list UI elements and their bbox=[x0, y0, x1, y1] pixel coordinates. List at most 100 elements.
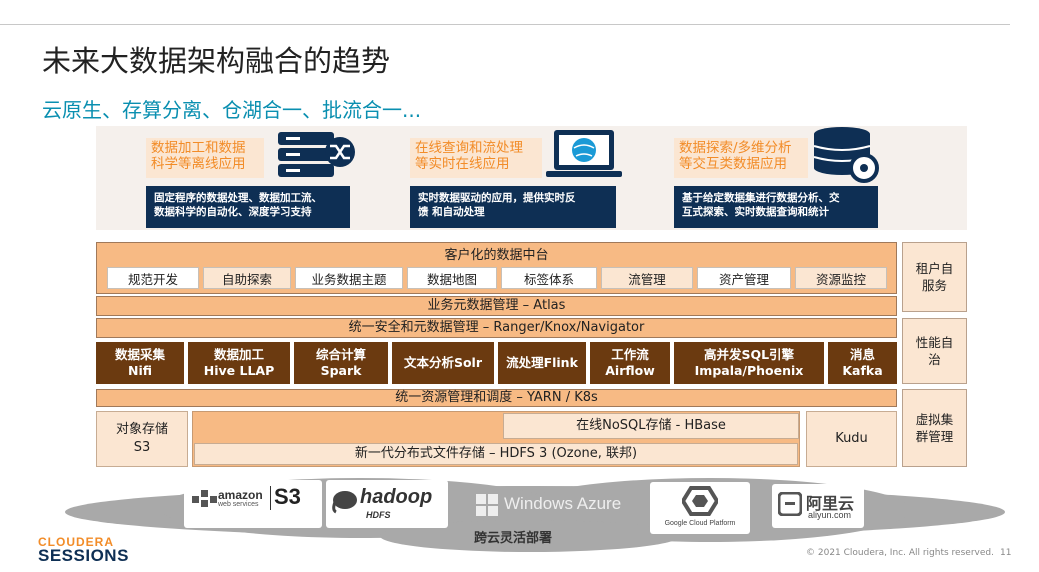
side-line: 性能自 bbox=[915, 335, 954, 350]
side-line: 虚拟集 bbox=[915, 412, 954, 427]
app-label: 在线查询和流处理 等实时在线应用 bbox=[410, 138, 542, 178]
security-row: 统一安全和元数据管理 – Ranger/Knox/Navigator bbox=[96, 318, 897, 338]
aws-name: amazon bbox=[218, 488, 263, 502]
app-desc-line: 固定程序的数据处理、数据加工流、 bbox=[154, 192, 322, 204]
app-label-line: 数据加工和数据 bbox=[151, 140, 246, 156]
engine-solr: 文本分析Solr bbox=[392, 342, 494, 384]
engine-line: 数据加工 bbox=[213, 347, 264, 362]
engine-line: Kafka bbox=[842, 363, 883, 378]
brand-top: CLOUDERA bbox=[38, 535, 114, 549]
aliyun-icon bbox=[778, 492, 802, 516]
app-label-line: 等实时在线应用 bbox=[415, 156, 510, 172]
app-label-line: 数据探索/多维分析 bbox=[679, 140, 792, 156]
app-desc-line: 数据科学的自动化、深度学习支持 bbox=[154, 206, 312, 218]
hub-item-data-map: 数据地图 bbox=[407, 267, 497, 289]
metadata-row: 业务元数据管理 – Atlas bbox=[96, 296, 897, 316]
hadoop-logo: hadoop HDFS bbox=[326, 480, 448, 528]
object-storage-box: 对象存储 S3 bbox=[96, 411, 188, 467]
page-number: 11 bbox=[1000, 548, 1012, 558]
top-divider bbox=[0, 24, 1010, 25]
realtime-app-block: 在线查询和流处理 等实时在线应用 实时数据驱动的应用，提供实时反 馈 和自动处理 bbox=[410, 130, 622, 228]
engine-line: Impala/Phoenix bbox=[694, 363, 804, 378]
engine-line: 数据采集 bbox=[114, 347, 165, 362]
app-label-line: 科学等离线应用 bbox=[151, 156, 246, 172]
copyright: © 2021 Cloudera, Inc. All rights reserve… bbox=[806, 548, 994, 558]
kudu-box: Kudu bbox=[806, 411, 897, 467]
hdfs-label: 新一代分布式文件存储 – HDFS 3 (Ozone, 联邦) bbox=[194, 443, 798, 465]
engine-line: 综合计算 bbox=[315, 347, 366, 362]
engine-line: 高并发SQL引擎 bbox=[703, 347, 795, 362]
offline-app-block: 数据加工和数据 科学等离线应用 固定程序的数据处理、数据加工流、 数据科学的自动… bbox=[146, 132, 355, 228]
interactive-app-block: 数据探索/多维分析 等交互类数据应用 基于给定数据集进行数据分析、交 互式探索、… bbox=[674, 127, 879, 228]
app-label: 数据加工和数据 科学等离线应用 bbox=[146, 138, 264, 178]
brand-bottom: SESSIONS bbox=[38, 546, 129, 565]
cloud-caption: 跨云灵活部署 bbox=[474, 531, 553, 546]
hub-item-self-explore: 自助探索 bbox=[203, 267, 291, 289]
hub-item-stream-mgmt: 流管理 bbox=[601, 267, 693, 289]
windows-icon bbox=[476, 494, 498, 516]
side-line: 群管理 bbox=[915, 429, 954, 444]
google-text: Google Cloud Platform bbox=[664, 520, 736, 527]
side-performance-autonomy: 性能自治 bbox=[902, 318, 967, 384]
google-cloud-hex-icon bbox=[682, 486, 718, 516]
app-label: 数据探索/多维分析 等交互类数据应用 bbox=[674, 138, 808, 178]
app-description: 固定程序的数据处理、数据加工流、 数据科学的自动化、深度学习支持 bbox=[146, 186, 350, 228]
azure-text: Windows Azure bbox=[504, 494, 622, 513]
hadoop-sub: HDFS bbox=[366, 510, 391, 520]
resource-row: 统一资源管理和调度 – YARN / K8s bbox=[96, 389, 897, 407]
page-title: 未来大数据架构融合的趋势 bbox=[42, 44, 391, 78]
app-desc-line: 馈 和自动处理 bbox=[418, 206, 485, 218]
side-tenant-self-service: 租户自服务 bbox=[902, 242, 967, 312]
page-subtitle: 云原生、存算分离、仓湖合一、批流合一... bbox=[42, 98, 422, 122]
app-description: 实时数据驱动的应用，提供实时反 馈 和自动处理 bbox=[410, 186, 616, 228]
engine-line: Nifi bbox=[127, 363, 152, 378]
data-hub-layer: 客户化的数据中台 规范开发 自助探索 业务数据主题 数据地图 标签体系 流管理 … bbox=[96, 242, 897, 294]
engine-line: 流处理Flink bbox=[506, 355, 578, 370]
hub-item-standard-dev: 规范开发 bbox=[107, 267, 199, 289]
app-label-line: 等交互类数据应用 bbox=[679, 156, 787, 172]
engine-line: Hive LLAP bbox=[203, 363, 275, 378]
aws-sub: web services bbox=[218, 501, 259, 508]
engine-flink: 流处理Flink bbox=[498, 342, 586, 384]
aws-cubes-icon bbox=[192, 490, 217, 507]
aliyun-cn-text: 阿里云 bbox=[806, 496, 855, 513]
hub-item-resource-monitor: 资源监控 bbox=[795, 267, 887, 289]
engine-line: Spark bbox=[320, 363, 362, 378]
hbase-box: 在线NoSQL存储 - HBase bbox=[503, 413, 799, 439]
hub-item-tag-system: 标签体系 bbox=[501, 267, 597, 289]
storage-line: 对象存储 bbox=[115, 422, 168, 437]
laptop-globe-icon bbox=[546, 130, 622, 177]
hadoop-text: hadoop bbox=[360, 486, 433, 508]
aliyun-en-text: aliyun.com bbox=[808, 510, 852, 520]
app-desc-line: 基于给定数据集进行数据分析、交 bbox=[682, 192, 840, 204]
database-target-icon bbox=[813, 127, 879, 183]
engine-line: 工作流 bbox=[611, 347, 649, 362]
side-line: 服务 bbox=[921, 278, 947, 293]
hub-item-business-topic: 业务数据主题 bbox=[295, 267, 403, 289]
side-line: 治 bbox=[928, 352, 941, 367]
engine-line: 文本分析Solr bbox=[403, 355, 483, 370]
server-shuffle-icon bbox=[278, 132, 355, 177]
data-hub-title: 客户化的数据中台 bbox=[444, 248, 549, 263]
app-desc-line: 互式探索、实时数据查询和统计 bbox=[682, 206, 829, 218]
app-description: 基于给定数据集进行数据分析、交 互式探索、实时数据查询和统计 bbox=[674, 186, 878, 228]
storage-line: S3 bbox=[133, 440, 151, 455]
google-cloud-logo: Google Cloud Platform bbox=[650, 482, 750, 534]
hub-item-asset-mgmt: 资产管理 bbox=[697, 267, 791, 289]
side-line: 租户自 bbox=[915, 261, 954, 276]
hadoop-elephant-icon bbox=[332, 491, 357, 514]
aws-logo: amazon web services S3 bbox=[184, 480, 322, 528]
aws-divider bbox=[270, 486, 271, 510]
aliyun-logo: 阿里云 aliyun.com bbox=[772, 484, 864, 528]
side-virtual-cluster: 虚拟集群管理 bbox=[902, 389, 967, 467]
engine-line: Airflow bbox=[605, 363, 655, 378]
app-desc-line: 实时数据驱动的应用，提供实时反 bbox=[418, 192, 576, 204]
aws-s3: S3 bbox=[274, 484, 301, 509]
app-label-line: 在线查询和流处理 bbox=[415, 140, 523, 156]
